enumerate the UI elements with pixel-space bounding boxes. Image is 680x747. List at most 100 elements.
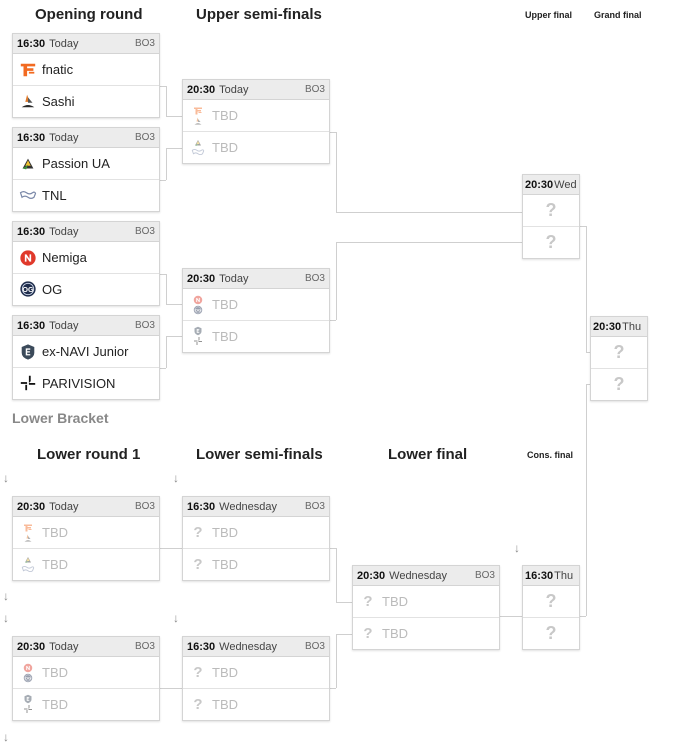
opening-match-3[interactable]: 16:30 Today BO3 Nemiga OG bbox=[12, 221, 160, 306]
match-day: Wednesday bbox=[219, 640, 278, 653]
lower-round1-match-1[interactable]: 20:30 Today BO3 TBD TBD bbox=[12, 496, 160, 581]
match-time: 16:30 bbox=[525, 569, 554, 582]
team-row[interactable]: fnatic bbox=[13, 54, 159, 85]
match-format: BO3 bbox=[134, 641, 155, 652]
match-day: Today bbox=[219, 272, 249, 285]
match-time: 20:30 bbox=[187, 83, 216, 96]
team-name: Sashi bbox=[42, 93, 75, 109]
team-row[interactable]: TBD bbox=[13, 517, 159, 548]
team-name: Nemiga bbox=[42, 250, 87, 265]
match-day: Today bbox=[49, 319, 79, 332]
match-format: BO3 bbox=[134, 501, 155, 512]
unknown-team-icon: ? bbox=[193, 664, 203, 681]
team-row[interactable]: Sashi bbox=[13, 85, 159, 116]
team-row[interactable]: ? bbox=[523, 586, 579, 617]
opening-match-2[interactable]: 16:30 Today BO3 Passion UA TNL bbox=[12, 127, 160, 212]
team-row[interactable]: ex-NAVI Junior bbox=[13, 336, 159, 367]
team-row[interactable]: PARIVISION bbox=[13, 367, 159, 398]
match-format: BO3 bbox=[304, 273, 325, 284]
match-header: 16:30 Today BO3 bbox=[13, 316, 159, 336]
match-time: 16:30 bbox=[17, 225, 46, 238]
team-row[interactable]: ? TBD bbox=[183, 657, 329, 688]
team-name: TBD bbox=[212, 328, 238, 344]
team-row[interactable]: ? TBD bbox=[353, 617, 499, 648]
down-arrow-icon: ↓ bbox=[3, 730, 9, 744]
unknown-team-icon: ? bbox=[545, 231, 557, 252]
match-day: Thu bbox=[554, 569, 574, 582]
cons-final-match[interactable]: 16:30 Thu ? ? bbox=[522, 565, 580, 650]
match-header: 16:30 Wednesday BO3 bbox=[183, 637, 329, 657]
opening-match-4[interactable]: 16:30 Today BO3 ex-NAVI Junior PARIVISIO… bbox=[12, 315, 160, 400]
opening-match-1[interactable]: 16:30 Today BO3 fnatic Sashi bbox=[12, 33, 160, 118]
match-format: BO3 bbox=[134, 132, 155, 143]
match-header: 20:30 Today BO3 bbox=[13, 497, 159, 517]
down-arrow-icon: ↓ bbox=[3, 471, 9, 485]
team-name: Passion UA bbox=[42, 156, 110, 171]
match-day: Wed bbox=[554, 178, 577, 191]
lower-semifinal-2[interactable]: 16:30 Wednesday BO3 ? TBD ? TBD bbox=[182, 636, 330, 721]
team-row[interactable]: TBD bbox=[183, 131, 329, 162]
pending-teams-icon bbox=[19, 523, 37, 543]
team-row[interactable]: ? bbox=[591, 368, 647, 399]
team-row[interactable]: ? TBD bbox=[183, 548, 329, 579]
upper-semifinal-1[interactable]: 20:30 Today BO3 TBD TBD bbox=[182, 79, 330, 164]
unknown-team-icon: ? bbox=[613, 342, 625, 362]
upper-final-match[interactable]: 20:30 Wed ? ? bbox=[522, 174, 580, 259]
unknown-team-icon: ? bbox=[613, 373, 625, 394]
match-header: 16:30 Thu bbox=[523, 566, 579, 586]
header-lower-round1: Lower round 1 bbox=[37, 446, 141, 463]
tnl-logo-icon bbox=[19, 185, 37, 205]
match-format: BO3 bbox=[134, 38, 155, 49]
team-row[interactable]: ? TBD bbox=[183, 517, 329, 548]
header-upper-semifinals: Upper semi-finals bbox=[196, 6, 322, 23]
pending-teams-icon bbox=[19, 694, 37, 714]
match-time: 20:30 bbox=[593, 320, 622, 333]
match-day: Wednesday bbox=[219, 500, 278, 513]
team-row[interactable]: TNL bbox=[13, 179, 159, 210]
team-row[interactable]: TBD bbox=[183, 320, 329, 351]
team-name: TBD bbox=[212, 297, 238, 312]
match-time: 16:30 bbox=[187, 640, 216, 653]
match-day: Today bbox=[49, 225, 79, 238]
team-row[interactable]: ? bbox=[523, 195, 579, 226]
team-row[interactable]: TBD bbox=[13, 657, 159, 688]
match-header: 20:30 Wednesday BO3 bbox=[353, 566, 499, 586]
match-time: 20:30 bbox=[525, 178, 554, 191]
team-name: fnatic bbox=[42, 62, 74, 77]
down-arrow-icon: ↓ bbox=[173, 611, 179, 625]
team-name: TBD bbox=[212, 139, 238, 155]
unknown-team-icon: ? bbox=[363, 624, 373, 642]
team-row[interactable]: ? bbox=[591, 337, 647, 368]
team-row[interactable]: ? TBD bbox=[183, 688, 329, 719]
match-day: Today bbox=[49, 37, 79, 50]
lower-bracket-title: Lower Bracket bbox=[12, 410, 109, 426]
team-name: ex-NAVI Junior bbox=[42, 344, 129, 359]
passion-ua-logo-icon bbox=[19, 154, 37, 174]
team-row[interactable]: TBD bbox=[183, 100, 329, 131]
team-row[interactable]: ? TBD bbox=[353, 586, 499, 617]
match-header: 16:30 Wednesday BO3 bbox=[183, 497, 329, 517]
lower-round1-match-2[interactable]: 20:30 Today BO3 TBD TBD bbox=[12, 636, 160, 721]
match-format: BO3 bbox=[134, 320, 155, 331]
match-day: Thu bbox=[622, 320, 642, 333]
grand-final-match[interactable]: 20:30 Thu ? ? bbox=[590, 316, 648, 401]
match-day: Today bbox=[49, 131, 79, 144]
team-row[interactable]: TBD bbox=[13, 688, 159, 719]
match-time: 20:30 bbox=[187, 272, 216, 285]
match-format: BO3 bbox=[304, 501, 325, 512]
team-row[interactable]: Nemiga bbox=[13, 242, 159, 273]
team-name: TBD bbox=[42, 696, 68, 712]
header-grand-final: Grand final bbox=[594, 10, 642, 20]
team-name: PARIVISION bbox=[42, 375, 116, 391]
lower-final-match[interactable]: 20:30 Wednesday BO3 ? TBD ? TBD bbox=[352, 565, 500, 650]
team-row[interactable]: TBD bbox=[183, 289, 329, 320]
team-row[interactable]: OG bbox=[13, 273, 159, 304]
parivision-logo-icon bbox=[19, 373, 37, 393]
team-row[interactable]: Passion UA bbox=[13, 148, 159, 179]
lower-semifinal-1[interactable]: 16:30 Wednesday BO3 ? TBD ? TBD bbox=[182, 496, 330, 581]
team-row[interactable]: TBD bbox=[13, 548, 159, 579]
team-row[interactable]: ? bbox=[523, 226, 579, 257]
team-name: TBD bbox=[212, 665, 238, 680]
upper-semifinal-2[interactable]: 20:30 Today BO3 TBD TBD bbox=[182, 268, 330, 353]
team-row[interactable]: ? bbox=[523, 617, 579, 648]
